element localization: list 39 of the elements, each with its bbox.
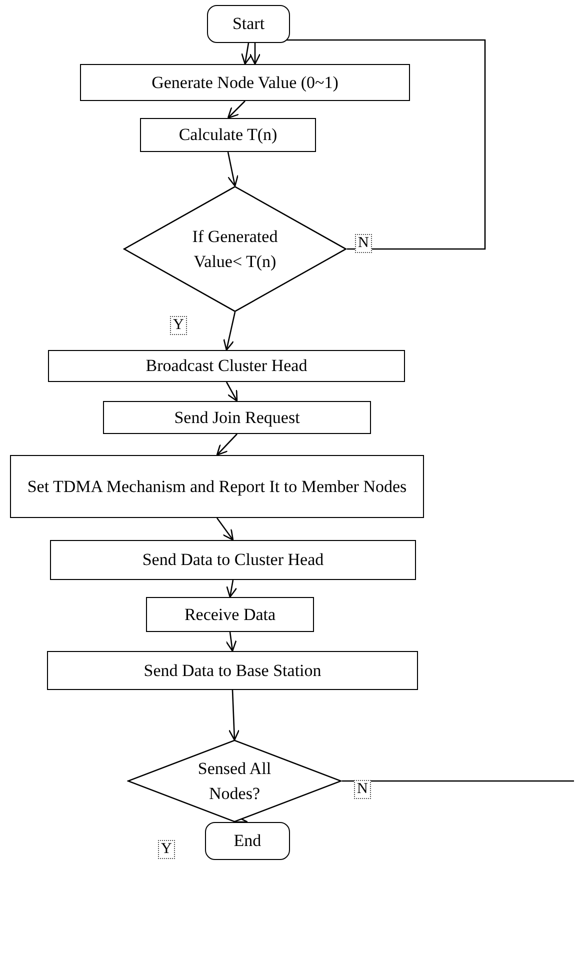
- process-box: [80, 64, 410, 101]
- process-box: [140, 118, 316, 152]
- decision-diamond: [127, 740, 342, 822]
- edge-label: Y: [158, 840, 175, 858]
- process-box: [48, 350, 405, 382]
- node-text: Set TDMA Mechanism and Report It to Member Nodes: [27, 476, 407, 498]
- edge-label: N: [355, 234, 372, 252]
- node-text: Generate Node Value (0~1): [152, 72, 338, 94]
- node-text: If Generated Value< T(n): [191, 226, 279, 273]
- terminal-box: [207, 5, 290, 43]
- arrow: [227, 100, 246, 119]
- decision-diamond: [123, 186, 347, 312]
- process-box: [146, 597, 314, 632]
- process-box: [103, 401, 371, 434]
- node-text: End: [234, 830, 262, 852]
- arrow: [216, 434, 238, 456]
- arrow: [241, 42, 252, 65]
- edge-label: Y: [170, 316, 187, 334]
- node-text: Sensed All Nodes?: [196, 758, 272, 805]
- node-text: Receive Data: [184, 604, 276, 626]
- terminal-box: [205, 822, 290, 860]
- node-text: Broadcast Cluster Head: [146, 355, 308, 378]
- process-box: [47, 651, 418, 690]
- arrow: [226, 382, 238, 402]
- arrow: [227, 152, 239, 187]
- node-text: Calculate T(n): [178, 124, 278, 146]
- arrow: [228, 690, 240, 741]
- process-box: [10, 455, 424, 518]
- node-text: Send Data to Base Station: [144, 660, 322, 682]
- process-box: [50, 540, 416, 580]
- arrow: [226, 580, 238, 598]
- arrow: [216, 518, 234, 541]
- edge-label: N: [354, 780, 371, 798]
- arrow: [249, 39, 486, 250]
- node-text: Send Data to Cluster Head: [142, 549, 324, 572]
- node-text: Send Join Request: [174, 406, 300, 429]
- arrow: [226, 632, 237, 652]
- arrow: [223, 312, 236, 351]
- node-text: Start: [232, 13, 265, 36]
